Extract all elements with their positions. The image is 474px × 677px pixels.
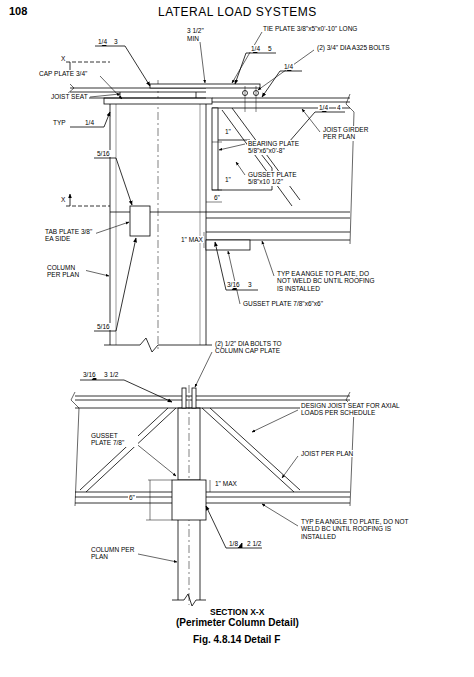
callout-label: 3 1/2" [186, 27, 205, 34]
callout-label: COLUMN PER PLAN [90, 546, 138, 561]
callout-label: X [60, 55, 66, 62]
callout-label: (Perimeter Column Detail) [175, 617, 300, 629]
callout-label: 5/16 [96, 323, 111, 330]
callout-label: TIE PLATE 3/8"x5"x0'-10" LONG [262, 25, 358, 32]
callout-label: 108 [8, 5, 28, 18]
callout-label: GUSSET PLATE 7/8" [90, 432, 138, 447]
callout-label: BEARING PLATE 5/8"x6"x0'-8" [247, 140, 311, 155]
cap-plate [104, 98, 212, 104]
callout-label: X [60, 196, 66, 203]
callout-label: 1/8 [228, 540, 239, 547]
callout-label: 3 1/2 [103, 371, 119, 378]
callout-label: 1" [224, 176, 232, 183]
section-dimensions [146, 480, 210, 520]
callout-label: JOIST SEAT [50, 93, 89, 100]
section-leaders [134, 352, 298, 562]
callout-label: 5 [267, 45, 273, 52]
callout-label: TYP EA ANGLE TO PLATE, DO NOT WELD BC UN… [300, 518, 410, 540]
callout-label: DESIGN JOIST SEAT FOR AXIAL LOADS PER SC… [300, 402, 410, 417]
callout-label: JOIST PER PLAN [300, 450, 354, 457]
callout-label: 1" MAX [214, 480, 238, 487]
column-elevation [104, 80, 212, 352]
section-cut-marks [66, 62, 110, 206]
callout-label: 1" MAX [180, 236, 204, 243]
dimension-lines [204, 142, 222, 248]
leader-lines [84, 32, 320, 304]
callout-label: GUSSET PLATE 5/8"x10 1/2" [247, 171, 311, 186]
callout-label: (2) 1/2" DIA BOLTS TO COLUMN CAP PLATE [214, 340, 312, 355]
section-welds [80, 375, 262, 548]
callout-label: 6" [128, 494, 136, 501]
tab-plate [110, 206, 206, 236]
figure-caption: Fig. 4.8.14 Detail F [193, 634, 280, 645]
joist-girder [206, 86, 354, 250]
callout-label: TYP [52, 119, 67, 126]
callout-label: (2) 3/4" DIA A325 BOLTS [316, 44, 391, 51]
callout-label: 3/16 [82, 371, 97, 378]
callout-label: 1/4 [97, 38, 108, 45]
page-header: LATERAL LOAD SYSTEMS [158, 5, 317, 19]
callout-label: JOIST GIRDER PER PLAN [322, 126, 380, 141]
callout-label: 3 [247, 281, 253, 288]
callout-label: COLUMN PER PLAN [46, 264, 86, 279]
callout-label: 1" [224, 128, 232, 135]
callout-label: 5/16 [96, 150, 111, 157]
callout-label: 1/4 [318, 104, 329, 111]
callout-label: 1/4 [283, 63, 294, 70]
callout-label: TYP EA ANGLE TO PLATE, DO NOT WELD BC UN… [276, 270, 378, 292]
callout-label: 3/16 [226, 281, 241, 288]
callout-label: 1/4 [84, 119, 95, 126]
callout-label: TAB PLATE 3/8" EA SIDE [44, 228, 96, 243]
callout-label: CAP PLATE 3/4" [38, 70, 88, 77]
callout-label: MIN [186, 35, 200, 42]
callout-label: GUSSET PLATE 7/8"x6"x6" [242, 300, 324, 307]
callout-label: 4 [336, 104, 342, 111]
callout-label: 6" [213, 194, 221, 201]
callout-label: 2 1/2 [246, 540, 262, 547]
callout-label: 1/4 [250, 45, 261, 52]
callout-label: 3 [113, 38, 119, 45]
section-column [172, 385, 206, 606]
